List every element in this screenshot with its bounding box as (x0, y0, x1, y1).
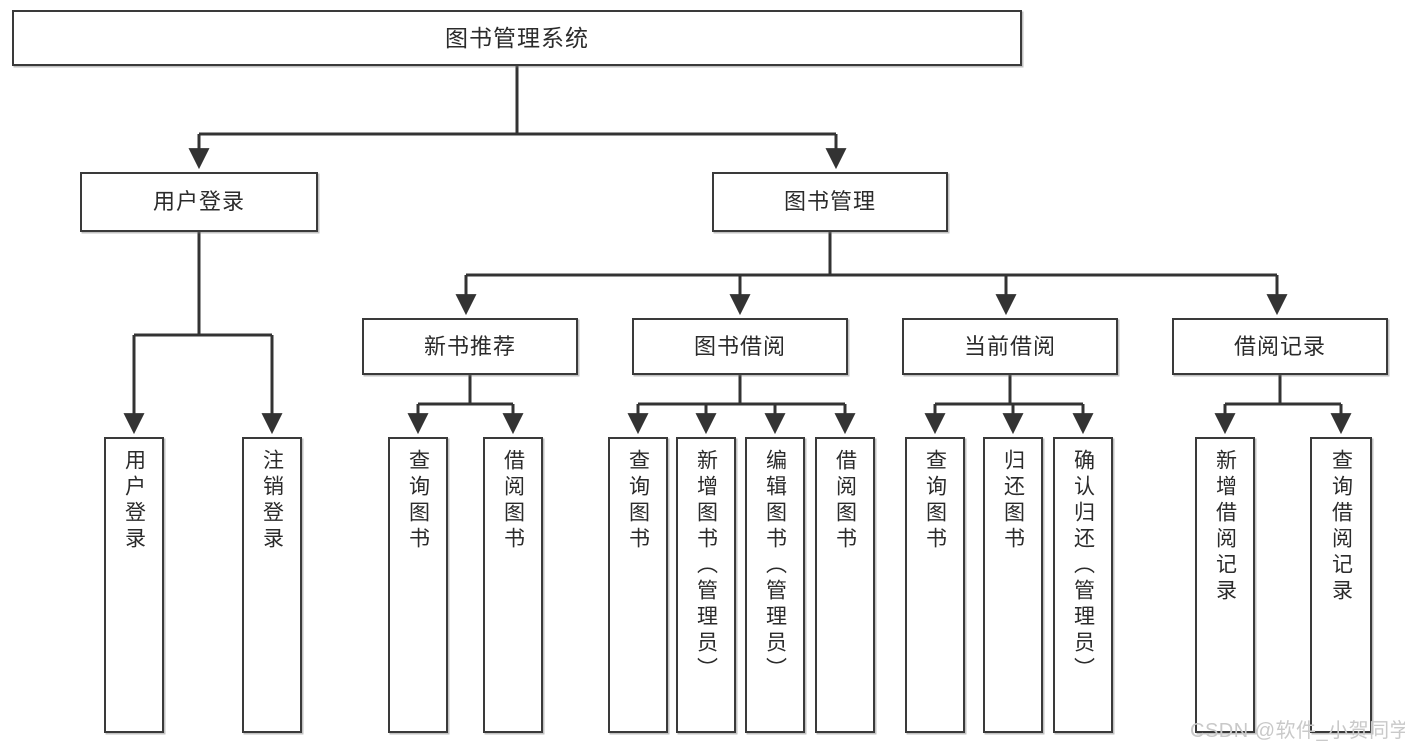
node-root-system[interactable]: 图书管理系统 (12, 10, 1022, 66)
node-borrow-record[interactable]: 借阅记录 (1172, 318, 1388, 375)
node-label: 图书管理系统 (445, 24, 589, 51)
leaf-label: 新增图书（管理员） (694, 449, 718, 683)
node-label: 图书管理 (783, 189, 876, 215)
node-current-borrow[interactable]: 当前借阅 (902, 318, 1118, 375)
node-label: 新书推荐 (423, 333, 516, 359)
leaf-query-book[interactable]: 查询图书 (608, 437, 668, 733)
leaf-label: 用户登录 (122, 449, 146, 553)
node-label: 借阅记录 (1233, 333, 1326, 359)
leaf-label: 借阅图书 (501, 449, 525, 553)
leaf-label: 归还图书 (1001, 449, 1025, 553)
leaf-label: 查询图书 (626, 449, 650, 553)
leaf-query-book-recommend[interactable]: 查询图书 (388, 437, 448, 733)
leaf-query-book-current[interactable]: 查询图书 (905, 437, 965, 733)
leaf-borrow-book[interactable]: 借阅图书 (815, 437, 875, 733)
node-new-book-recommend[interactable]: 新书推荐 (362, 318, 578, 375)
node-label: 图书借阅 (693, 333, 786, 359)
csdn-watermark: CSDN @软件_小贺同学 (1190, 720, 1405, 742)
leaf-return-book[interactable]: 归还图书 (983, 437, 1043, 733)
node-book-manage[interactable]: 图书管理 (712, 172, 948, 232)
leaf-borrow-book-recommend[interactable]: 借阅图书 (483, 437, 543, 733)
leaf-add-borrow-record[interactable]: 新增借阅记录 (1195, 437, 1255, 733)
leaf-label: 确认归还（管理员） (1071, 449, 1095, 683)
leaf-label: 注销登录 (260, 449, 284, 553)
leaf-user-login[interactable]: 用户登录 (104, 437, 164, 733)
leaf-edit-book-admin[interactable]: 编辑图书（管理员） (745, 437, 805, 733)
leaf-label: 查询图书 (406, 449, 430, 553)
node-book-borrow[interactable]: 图书借阅 (632, 318, 848, 375)
leaf-label: 查询借阅记录 (1329, 449, 1353, 605)
leaf-label: 借阅图书 (833, 449, 857, 553)
node-label: 当前借阅 (963, 333, 1056, 359)
leaf-label: 新增借阅记录 (1213, 449, 1237, 605)
leaf-query-borrow-record[interactable]: 查询借阅记录 (1310, 437, 1372, 733)
leaf-logout[interactable]: 注销登录 (242, 437, 302, 733)
node-label: 用户登录 (152, 189, 245, 215)
node-user-login[interactable]: 用户登录 (80, 172, 318, 232)
leaf-label: 编辑图书（管理员） (763, 449, 787, 683)
leaf-add-book-admin[interactable]: 新增图书（管理员） (676, 437, 736, 733)
leaf-confirm-return-admin[interactable]: 确认归还（管理员） (1053, 437, 1113, 733)
leaf-label: 查询图书 (923, 449, 947, 553)
